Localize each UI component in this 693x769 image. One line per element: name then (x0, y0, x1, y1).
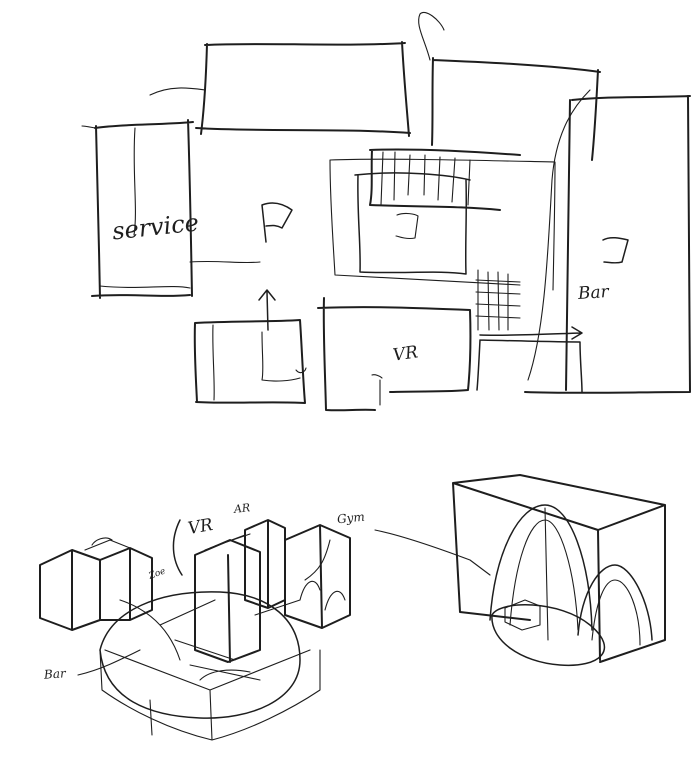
iso-gym-label: Gym (336, 509, 366, 527)
vr-room (317, 297, 472, 412)
iso-vr-label: VR (186, 514, 215, 540)
iso-base-lines (99, 649, 321, 741)
staircase-lines (380, 151, 471, 206)
arch-leader-line (374, 529, 491, 576)
top-room-outline (195, 41, 411, 137)
corridor-arrow (479, 326, 583, 340)
arch-box-outline (452, 474, 666, 663)
upper-right-room (431, 57, 601, 161)
isometric-sketch (39, 519, 351, 741)
iso-central-tower-hatch (204, 533, 251, 551)
iso-left-blocks (39, 547, 153, 631)
iso-ar-label: AR (233, 501, 251, 516)
arch-large-inner (509, 507, 579, 641)
top-room-stroke (149, 87, 261, 264)
bar-room-curve (527, 89, 591, 381)
iso-gym-block (284, 524, 351, 629)
arch-large (489, 504, 593, 631)
inner-stage-symbol (395, 212, 419, 240)
iso-base-curve (99, 591, 301, 719)
lower-left-room (193, 319, 306, 404)
arch-small-inner (591, 579, 641, 646)
iso-vr-swoop (172, 519, 183, 576)
lower-left-inner (212, 324, 301, 401)
lower-right-room (476, 339, 583, 393)
hook-stroke (418, 12, 445, 61)
vr-room-doors (295, 367, 383, 406)
bar-room-label: Bar (577, 281, 610, 305)
arch-box-sketch (374, 474, 666, 667)
service-room-inner (81, 125, 191, 289)
floor-plan-sketch (81, 12, 691, 412)
entry-arrow (258, 289, 276, 331)
arch-small (577, 564, 653, 641)
arch-inner-box (504, 599, 541, 631)
right-bar-room (524, 95, 691, 394)
inner-stage (354, 172, 471, 275)
arch-base-ellipse (491, 604, 606, 667)
iso-scribbles (119, 599, 301, 681)
stage-outer-lines (329, 158, 556, 291)
iso-tall-tower (244, 519, 286, 609)
bar-symbol (602, 236, 629, 264)
center-flag-symbol (261, 202, 293, 243)
iso-left-hatch (84, 537, 131, 551)
service-room-outline (91, 119, 194, 299)
iso-bar-label: Bar (43, 666, 67, 682)
iso-gym-arches (299, 539, 346, 611)
central-block (369, 148, 521, 211)
iso-bar-leader (77, 649, 141, 676)
corridor-hatch (475, 269, 521, 331)
vr-room-label: VR (391, 342, 420, 366)
